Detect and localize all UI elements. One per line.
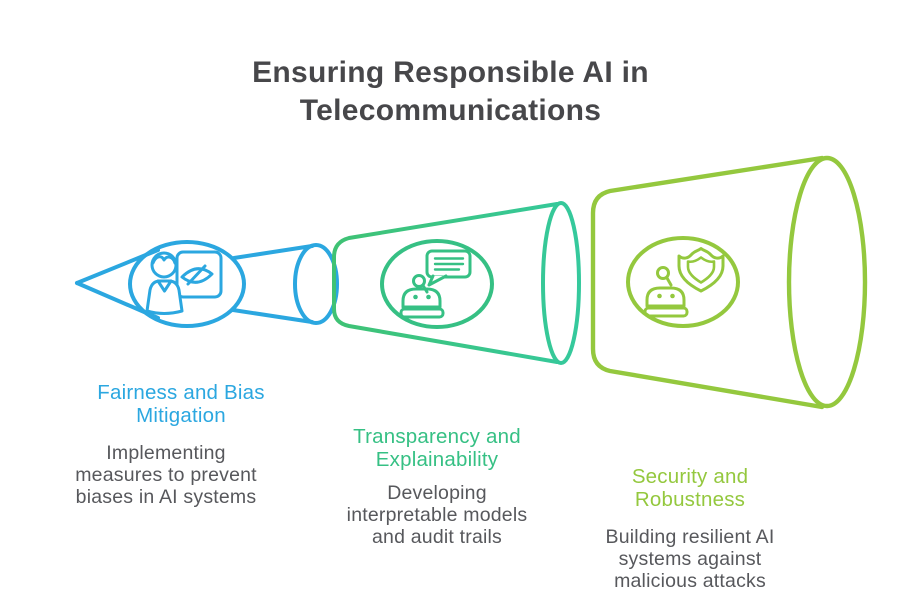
shield-inner-icon xyxy=(686,256,716,284)
robot-antenna-line xyxy=(665,276,673,287)
speech-bubble-icon xyxy=(425,249,472,279)
fairness-heading: Fairness and Bias Mitigation xyxy=(56,381,306,427)
presentation-board-icon xyxy=(175,250,223,299)
transparency-heading: Transparency and Explainability xyxy=(312,425,562,471)
robot-antenna-ball xyxy=(412,274,426,288)
robot-eye-left xyxy=(413,294,418,300)
description-line: Building resilient AI xyxy=(605,526,775,548)
description-line: systems against xyxy=(618,548,762,570)
transparency-badge xyxy=(380,239,494,329)
robot-eye-left xyxy=(657,293,662,299)
robot-eye-right xyxy=(426,294,431,300)
funnel-body xyxy=(332,202,559,364)
description-line: measures to prevent xyxy=(75,464,257,486)
funnel-cone-top-line xyxy=(232,244,314,260)
description-line: and audit trails xyxy=(371,526,503,548)
heading-line: Explainability xyxy=(375,448,499,471)
heading-line: Mitigation xyxy=(136,404,226,427)
heading-line: Transparency and xyxy=(353,425,521,448)
description-line: Implementing xyxy=(106,442,226,464)
security-funnel xyxy=(590,155,868,410)
heading-line: Robustness xyxy=(634,488,746,511)
security-badge xyxy=(626,236,740,328)
title-line-2: Telecommunications xyxy=(299,94,602,127)
page-title: Ensuring Responsible AI in Telecommunica… xyxy=(0,54,901,130)
person-hair-icon xyxy=(151,255,177,265)
description-line: biases in AI systems xyxy=(75,486,257,508)
transparency-description: Developing interpretable models and audi… xyxy=(312,482,562,548)
fairness-description: Implementing measures to prevent biases … xyxy=(41,442,291,508)
description-line: interpretable models xyxy=(346,504,528,526)
security-heading: Security and Robustness xyxy=(565,465,815,511)
shield-icon xyxy=(677,247,725,293)
person-body-icon xyxy=(145,279,184,315)
robot-base xyxy=(643,306,689,318)
robot-shield-icon xyxy=(643,247,725,318)
robot-antenna-ball xyxy=(656,266,670,280)
security-description: Building resilient AI systems against ma… xyxy=(565,526,815,592)
person-presentation-icon xyxy=(145,250,223,315)
funnel-mouth-rim xyxy=(293,243,339,325)
description-line: Developing xyxy=(387,482,487,504)
speech-bubble-tail xyxy=(427,274,448,287)
lens-slash-icon xyxy=(186,264,207,286)
funnel-mouth-rim xyxy=(541,201,581,365)
fairness-funnel xyxy=(75,240,339,328)
robot-base xyxy=(399,307,445,319)
person-collar-icon xyxy=(156,279,173,293)
person-head-icon xyxy=(150,251,178,279)
heading-line: Security and xyxy=(631,465,749,488)
speech-bubble-lines xyxy=(433,257,465,271)
funnel-cone-bottom-line xyxy=(231,308,314,324)
heading-line: Fairness and Bias xyxy=(97,381,265,404)
description-line: malicious attacks xyxy=(614,570,766,592)
transparency-funnel xyxy=(332,201,581,365)
fairness-badge xyxy=(128,240,246,328)
transparency-badge-group xyxy=(380,239,494,329)
robot-head-icon xyxy=(401,287,442,309)
funnel-mouth-rim xyxy=(786,155,868,409)
funnel-body xyxy=(590,155,825,410)
robot-head-icon xyxy=(645,286,686,308)
title-line-1: Ensuring Responsible AI in xyxy=(252,56,649,89)
robot-eye-right xyxy=(670,293,675,299)
chatbot-speech-icon xyxy=(399,249,472,319)
